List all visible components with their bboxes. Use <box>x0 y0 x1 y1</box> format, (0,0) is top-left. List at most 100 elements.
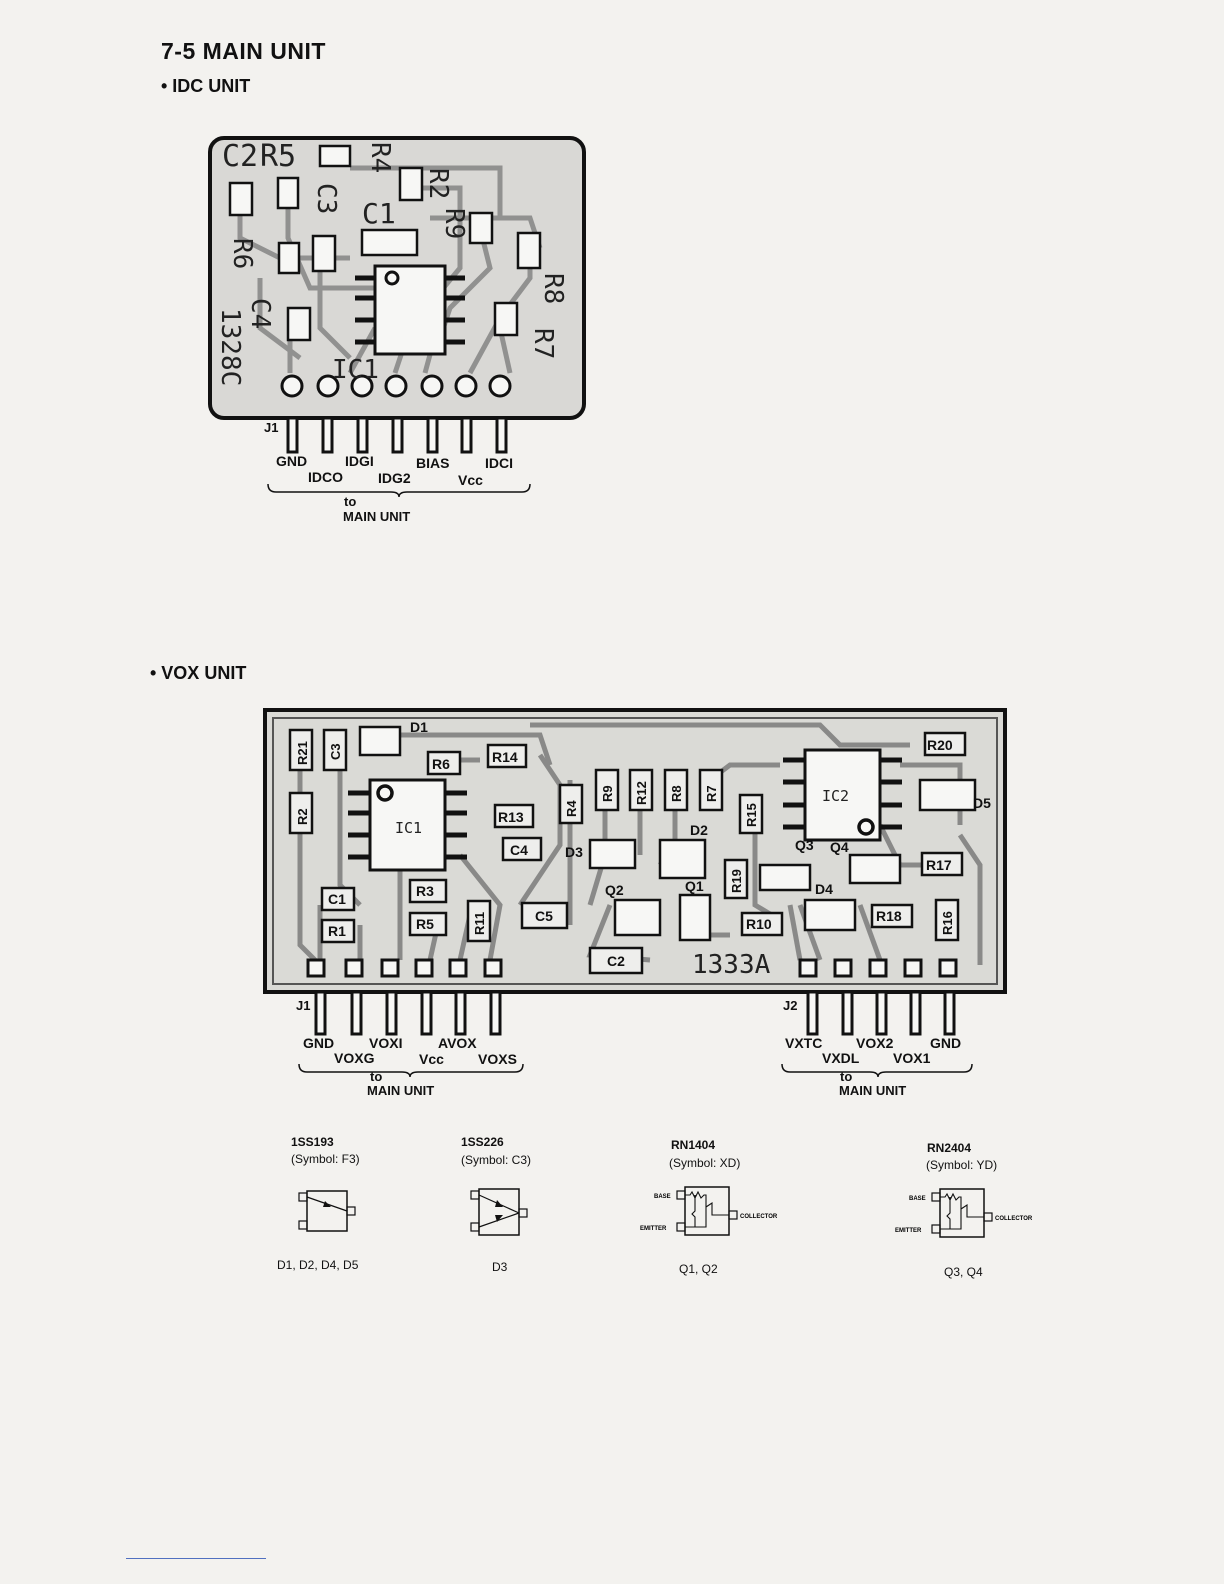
vox-label-ic1: IC1 <box>395 819 422 837</box>
part-rn2404-diagram: BASE COLLECTOR EMITTER <box>895 1188 1033 1238</box>
idc-r8 <box>516 231 542 270</box>
part-rn1404-used: Q1, Q2 <box>679 1262 718 1276</box>
idc-ic1 <box>355 264 465 356</box>
footer-rule <box>126 1558 266 1559</box>
vox-label-ic2: IC2 <box>822 787 849 805</box>
vox-label-r7: R7 <box>704 785 719 802</box>
part-rn1404-name: RN1404 <box>671 1138 716 1152</box>
vox-label-c5: C5 <box>535 908 553 924</box>
vox-ic2 <box>783 748 902 842</box>
vox-label-r9: R9 <box>600 785 615 802</box>
part-1ss193-name: 1SS193 <box>291 1135 334 1149</box>
vox-q2-body <box>613 898 662 937</box>
vox-label-r4: R4 <box>564 800 579 817</box>
idc-r9 <box>468 211 494 245</box>
vox-label-r12: R12 <box>634 781 649 805</box>
idc-pin-bias: BIAS <box>416 455 450 471</box>
vox-j1-brace <box>298 1063 524 1078</box>
vox-label-r16: R16 <box>940 911 955 935</box>
vox-label-c1: C1 <box>328 891 346 907</box>
vox-label-r5: R5 <box>416 916 434 932</box>
vox-q4-body <box>848 853 902 885</box>
idc-brace <box>267 483 531 498</box>
vox-label-c3: C3 <box>328 743 343 760</box>
vox-label-q2: Q2 <box>605 882 624 898</box>
part-rn1404-diagram: BASE COLLECTOR EMITTER <box>640 1186 778 1236</box>
idc-c3 <box>311 234 337 273</box>
vox-d2-body <box>658 838 707 880</box>
vox-j1-label: J1 <box>296 998 311 1013</box>
vox-label-r11: R11 <box>472 912 487 935</box>
idc-pin-gnd: GND <box>276 453 308 469</box>
vox-j2-pin-gnd: GND <box>930 1035 962 1051</box>
idc-label-c3: C3 <box>311 183 341 214</box>
idc-label-ic1: IC1 <box>332 355 379 385</box>
vox-label-r21: R21 <box>295 741 310 765</box>
part-rn1404-symbol: (Symbol: XD) <box>669 1156 741 1170</box>
vox-j1-pin-voxs: VOXS <box>478 1051 517 1067</box>
idc-pin-idci: IDCI <box>485 455 513 471</box>
idc-r2 <box>398 166 424 202</box>
vox-j1-pin-avox: AVOX <box>438 1035 477 1051</box>
vox-label-d3: D3 <box>565 844 583 860</box>
vox-label-r18: R18 <box>876 908 902 924</box>
vox-label-q4: Q4 <box>830 839 849 855</box>
idc-label-r2: R2 <box>423 168 453 199</box>
vox-j1-pin-gnd: GND <box>303 1035 335 1051</box>
part-1ss193-used: D1, D2, D4, D5 <box>277 1258 359 1272</box>
vox-j2-pin-vox1: VOX1 <box>893 1050 931 1066</box>
vox-label-q1: Q1 <box>685 878 704 894</box>
section-title: 7-5 MAIN UNIT <box>161 38 326 64</box>
vox-d3-body <box>588 838 637 870</box>
svg-text:BASE: BASE <box>654 1194 671 1200</box>
vox-label-d4: D4 <box>815 881 833 897</box>
idc-label-r4: R4 <box>365 142 395 173</box>
vox-j1-pin-voxi: VOXI <box>369 1035 403 1051</box>
idc-label-r8: R8 <box>538 273 568 304</box>
svg-text:COLLECTOR: COLLECTOR <box>995 1216 1033 1222</box>
vox-unit-title: • VOX UNIT <box>150 663 247 683</box>
vox-j2-brace <box>781 1063 973 1078</box>
part-1ss226-diagram <box>470 1188 528 1236</box>
vox-j1-pin-vcc: Vcc <box>419 1051 444 1067</box>
vox-label-r20: R20 <box>927 737 953 753</box>
idc-to-label: to <box>344 494 357 509</box>
svg-text:EMITTER: EMITTER <box>640 1226 667 1232</box>
vox-j2-pin-vxdl: VXDL <box>822 1050 860 1066</box>
idc-pin-vcc: Vcc <box>458 472 483 488</box>
vox-label-r15: R15 <box>744 803 759 827</box>
vox-label-r2: R2 <box>295 808 310 825</box>
idc-label-r5: R5 <box>260 139 296 174</box>
vox-d1-body <box>358 725 402 757</box>
vox-d5-body <box>918 778 977 812</box>
idc-board-code: 1328C <box>215 308 245 386</box>
vox-label-d5: D5 <box>973 795 991 811</box>
idc-label-r6: R6 <box>227 238 257 269</box>
part-1ss226-symbol: (Symbol: C3) <box>461 1153 532 1167</box>
idc-r6 <box>277 241 301 275</box>
part-1ss226-name: 1SS226 <box>461 1135 504 1149</box>
vox-q3-body <box>758 863 812 892</box>
vox-q1-body <box>678 893 712 942</box>
idc-c2 <box>228 181 254 217</box>
part-1ss193-diagram <box>298 1190 356 1232</box>
vox-j1-pin-voxg: VOXG <box>334 1050 375 1066</box>
idc-pin-idg2: IDG2 <box>378 470 411 486</box>
idc-r4 <box>318 144 352 168</box>
idc-label-c1: C1 <box>362 197 396 230</box>
svg-text:BASE: BASE <box>909 1196 926 1202</box>
vox-label-c4: C4 <box>510 842 528 858</box>
vox-board-code: 1333A <box>692 950 771 980</box>
idc-pin-idgi: IDGI <box>345 453 374 469</box>
vox-j2-pin-vxtc: VXTC <box>785 1035 823 1051</box>
idc-dest-label: MAIN UNIT <box>343 509 411 524</box>
vox-label-r1: R1 <box>328 923 346 939</box>
idc-pin-idco: IDCO <box>308 469 343 485</box>
idc-label-c4: C4 <box>245 298 275 329</box>
svg-text:EMITTER: EMITTER <box>895 1228 922 1234</box>
vox-label-q3: Q3 <box>795 837 814 853</box>
part-1ss226-used: D3 <box>492 1260 508 1274</box>
idc-r5 <box>276 176 300 210</box>
idc-unit-title: • IDC UNIT <box>161 76 251 96</box>
vox-label-r17: R17 <box>926 857 952 873</box>
